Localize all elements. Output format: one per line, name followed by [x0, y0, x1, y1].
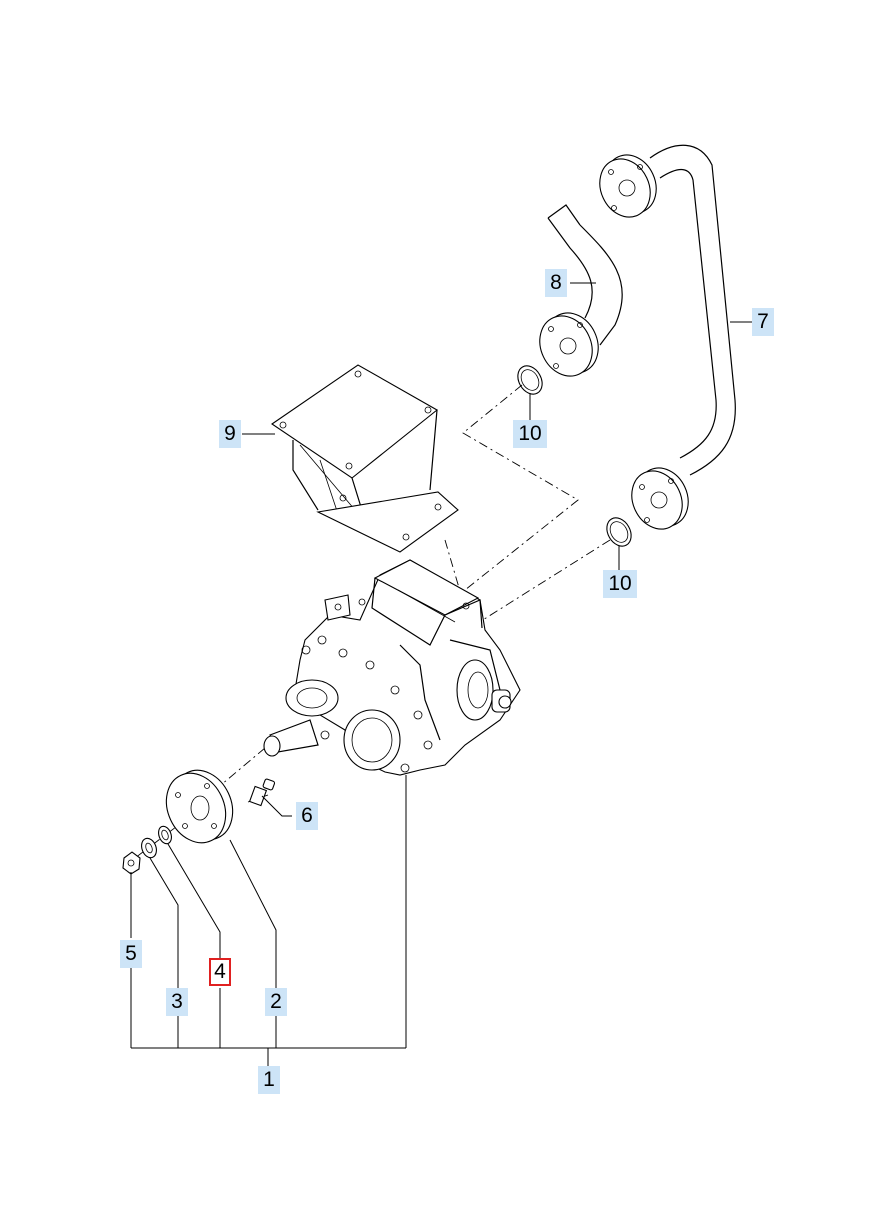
pipe-8-drawing [539, 204, 623, 377]
callout-part-2[interactable]: 2 [265, 988, 287, 1016]
callout-part-7[interactable]: 7 [752, 308, 774, 336]
callout-part-4-selected[interactable]: 4 [209, 958, 231, 986]
bracket-9-drawing [271, 364, 459, 553]
gearbox-housing-drawing [263, 559, 521, 776]
gasket-10-drawing [517, 365, 632, 547]
callout-part-3[interactable]: 3 [166, 988, 188, 1016]
callout-part-8[interactable]: 8 [545, 269, 567, 297]
callout-part-6[interactable]: 6 [296, 802, 318, 830]
callout-part-10-upper[interactable]: 10 [513, 420, 547, 448]
pipe-7-drawing [599, 144, 736, 530]
callout-part-10-lower[interactable]: 10 [603, 570, 637, 598]
flange-2-drawing [165, 769, 234, 844]
bolt-6-drawing [248, 778, 276, 807]
leader-lines [130, 282, 752, 1066]
callout-part-9[interactable]: 9 [219, 420, 241, 448]
washers-nut-drawing [122, 825, 172, 875]
callout-part-1[interactable]: 1 [258, 1066, 280, 1094]
callout-part-5[interactable]: 5 [120, 940, 142, 968]
